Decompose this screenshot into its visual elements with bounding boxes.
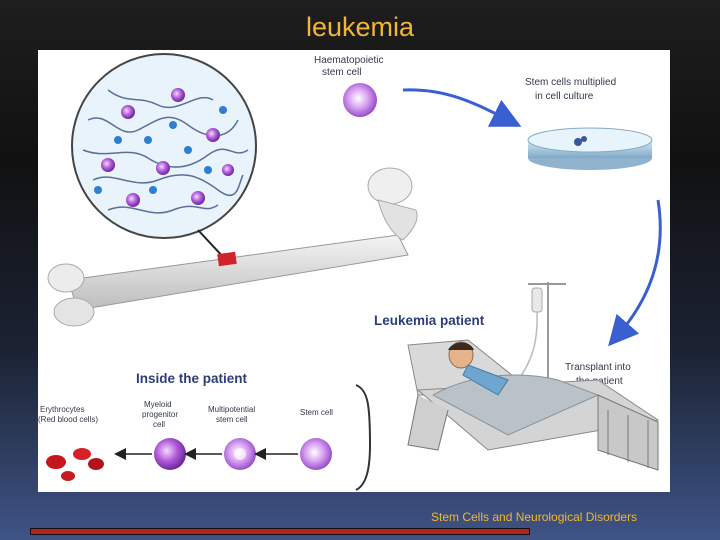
multipotential-label-line2: stem cell (216, 415, 248, 424)
transplant-label-line1: Transplant into (565, 362, 631, 373)
bone-marrow-magnified-view (71, 53, 257, 239)
inside-patient-label: Inside the patient (136, 371, 248, 386)
svg-text:Stem cells multiplied: Stem cells multiplied (525, 77, 616, 88)
stemcell-label: Stem cell (300, 408, 333, 417)
arrow-to-patient (608, 199, 662, 347)
myeloid-label-line1: Myeloid (144, 400, 172, 409)
svg-text:stem cell: stem cell (322, 67, 361, 78)
footer-bar (30, 528, 530, 535)
erythrocytes-label-line2: (Red blood cells) (38, 415, 98, 424)
diagram-canvas: Haematopoietic stem cell Stem cells mult… (38, 53, 662, 491)
myeloid-progenitor-cell (154, 438, 186, 470)
slide-title: leukemia (305, 12, 415, 42)
stem-cell (300, 438, 332, 470)
red-blood-cells (46, 448, 104, 481)
leukemia-patient-label: Leukemia patient (374, 313, 485, 328)
myeloid-label-line2: progenitor (142, 410, 178, 419)
arrow-to-culture (402, 88, 522, 127)
femur-bone-illustration (47, 167, 418, 327)
haematopoietic-stem-cell: Haematopoietic stem cell (314, 55, 383, 117)
svg-text:in cell culture: in cell culture (535, 91, 594, 102)
iv-drip-stand (517, 282, 566, 390)
footer-text: Stem Cells and Neurological Disorders (431, 510, 638, 524)
cell-culture-dish: Stem cells multiplied in cell culture (525, 77, 653, 170)
multipotential-label-line1: Multipotential (208, 405, 255, 414)
lineage-cells (114, 438, 332, 470)
bracket (355, 384, 372, 491)
hospital-bed-patient (407, 339, 660, 471)
leukemia-diagram: Haematopoietic stem cell Stem cells mult… (38, 50, 670, 492)
myeloid-label-line3: cell (153, 420, 165, 429)
svg-text:Haematopoietic: Haematopoietic (314, 55, 383, 66)
erythrocytes-label-line1: Erythrocytes (40, 405, 84, 414)
